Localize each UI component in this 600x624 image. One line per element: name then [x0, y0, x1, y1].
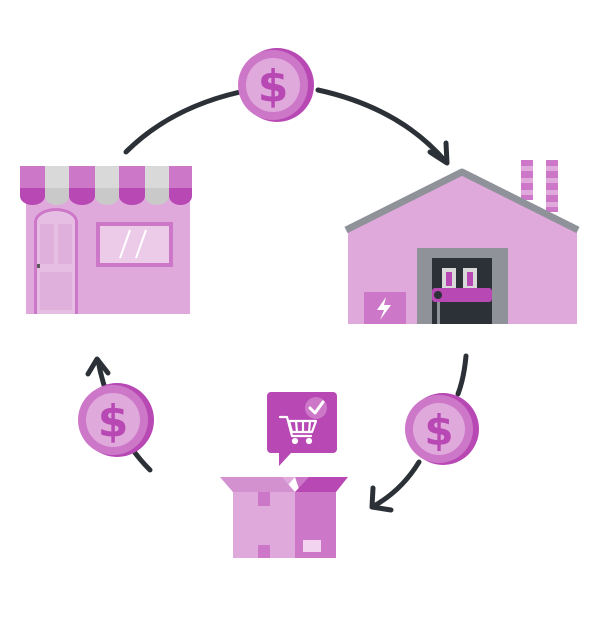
flow-arrows	[85, 87, 469, 513]
arrow-factory-to-package	[455, 353, 469, 397]
coin-left-symbol: $	[98, 396, 129, 447]
arrow-store-to-factory-head	[427, 140, 450, 166]
coin-top: $	[238, 48, 314, 122]
store-door	[34, 208, 78, 314]
factory-icon	[344, 160, 580, 324]
arrow-factory-to-package-tail	[371, 459, 422, 509]
factory-chimneys	[521, 160, 558, 212]
arrow-store-to-factory	[123, 89, 243, 155]
coin-top-symbol: $	[258, 61, 289, 112]
open-box-icon	[220, 477, 348, 558]
store-window	[96, 222, 173, 267]
shopping-cart-check-icon	[267, 392, 337, 466]
arrow-store-to-factory-tail	[315, 87, 449, 165]
cart-icon	[278, 415, 318, 445]
arrow-package-to-store	[130, 447, 153, 473]
coin-right-symbol: $	[424, 406, 453, 455]
storefront-icon	[20, 166, 192, 314]
lightning-icon	[364, 292, 406, 324]
arrow-factory-to-package-head	[369, 485, 394, 513]
coin-left: $	[78, 383, 154, 457]
coin-right: $	[405, 393, 479, 465]
arrow-package-to-store-head	[85, 356, 111, 377]
factory-garage	[417, 248, 508, 324]
store-awning	[20, 166, 192, 205]
